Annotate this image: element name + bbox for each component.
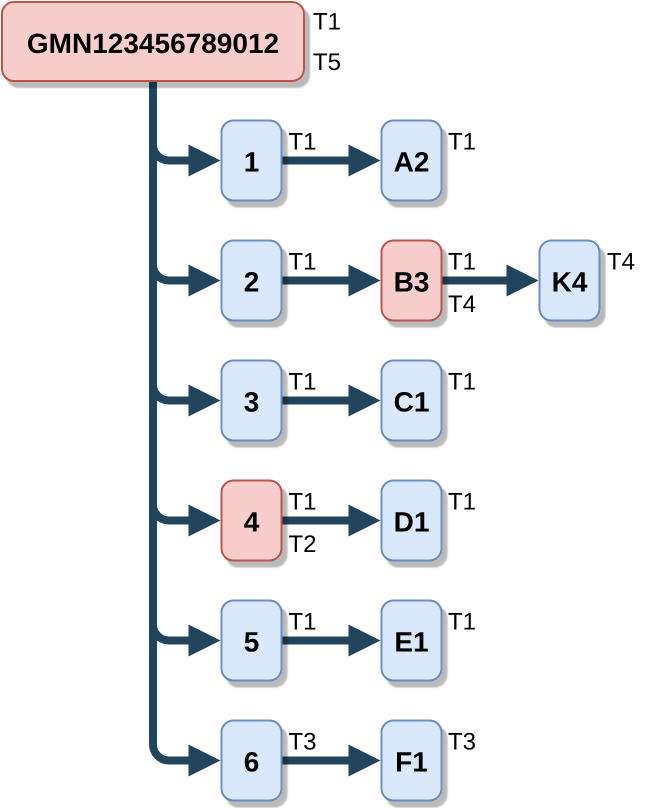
svg-text:F1: F1 [395, 747, 428, 778]
svg-text:T1: T1 [448, 129, 476, 156]
svg-text:T1: T1 [289, 249, 317, 276]
svg-text:T4: T4 [607, 249, 635, 276]
svg-text:T1: T1 [289, 609, 317, 636]
svg-text:T1: T1 [448, 369, 476, 396]
svg-text:T3: T3 [289, 729, 317, 756]
svg-text:E1: E1 [394, 627, 428, 658]
svg-text:T1: T1 [313, 9, 341, 36]
svg-text:K4: K4 [552, 267, 588, 298]
svg-text:T1: T1 [448, 489, 476, 516]
svg-text:2: 2 [244, 267, 260, 298]
svg-text:T5: T5 [313, 49, 341, 76]
svg-text:A2: A2 [394, 147, 430, 178]
svg-text:T3: T3 [448, 729, 476, 756]
svg-text:T1: T1 [289, 489, 317, 516]
svg-text:B3: B3 [394, 267, 430, 298]
svg-text:C1: C1 [394, 387, 430, 418]
svg-text:1: 1 [244, 147, 260, 178]
svg-text:6: 6 [244, 747, 260, 778]
svg-text:4: 4 [244, 507, 260, 538]
svg-text:D1: D1 [394, 507, 430, 538]
svg-text:T1: T1 [289, 369, 317, 396]
svg-text:T1: T1 [289, 129, 317, 156]
svg-text:T4: T4 [448, 291, 476, 318]
svg-text:5: 5 [244, 627, 260, 658]
svg-text:T1: T1 [448, 609, 476, 636]
svg-text:T1: T1 [448, 249, 476, 276]
svg-text:GMN123456789012: GMN123456789012 [27, 28, 279, 59]
svg-text:T2: T2 [289, 531, 317, 558]
svg-text:3: 3 [244, 387, 260, 418]
